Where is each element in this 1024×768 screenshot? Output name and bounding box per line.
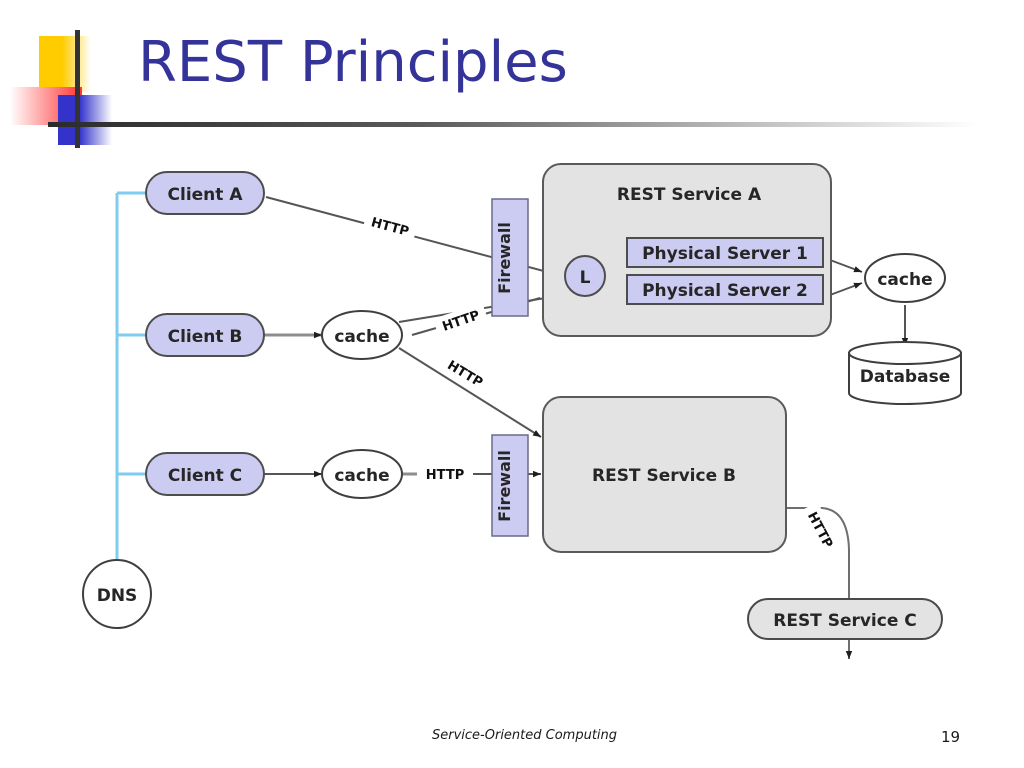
edge-group-client-cache — [264, 331, 322, 478]
node-physical-server-2[interactable]: Physical Server 2 — [626, 274, 824, 305]
edge-label-b-firewall-a: HTTP — [432, 302, 489, 338]
node-physical-server-1[interactable]: Physical Server 1 — [626, 237, 824, 268]
cache-backend-label: cache — [877, 270, 932, 290]
node-cache-client-b[interactable]: cache — [321, 310, 403, 360]
physical-server-1-label: Physical Server 1 — [642, 244, 808, 264]
page-title: REST Principles — [138, 30, 568, 95]
decoration-yellow-square — [39, 36, 91, 92]
firewall-b-label: Firewall — [495, 450, 514, 522]
node-load-balancer[interactable]: L — [564, 255, 606, 297]
rest-architecture-diagram: Client A Client B Client C cache cache D… — [0, 150, 1024, 670]
page-number: 19 — [941, 728, 961, 746]
node-rest-service-c[interactable]: REST Service C — [747, 598, 943, 640]
edge-label-a-firewall: HTTP — [362, 209, 418, 243]
cache-c-label: cache — [334, 466, 389, 486]
client-b-label: Client B — [168, 327, 243, 347]
node-cache-backend[interactable]: cache — [864, 253, 946, 303]
dns-label: DNS — [97, 586, 138, 606]
decoration-horizontal-rule — [48, 122, 978, 127]
cache-b-label: cache — [334, 327, 389, 347]
node-client-a[interactable]: Client A — [145, 171, 265, 215]
rest-service-a-label: REST Service A — [617, 185, 762, 205]
firewall-a-label: Firewall — [495, 222, 514, 294]
client-c-label: Client C — [168, 466, 242, 486]
database-label: Database — [860, 367, 950, 387]
client-a-label: Client A — [168, 185, 244, 205]
node-firewall-b[interactable]: Firewall — [491, 434, 529, 537]
node-database[interactable]: Database — [848, 341, 962, 405]
edge-service-b-to-c — [786, 507, 853, 659]
edge-label-c-firewall-b: HTTP — [417, 463, 473, 483]
node-client-c[interactable]: Client C — [145, 452, 265, 496]
physical-server-2-label: Physical Server 2 — [642, 281, 808, 301]
slide-footer: Service-Oriented Computing 19 — [0, 728, 1024, 768]
node-firewall-a[interactable]: Firewall — [491, 198, 529, 317]
dns-link-group — [113, 191, 146, 575]
slide-header: REST Principles — [0, 0, 1024, 150]
decoration-vertical-rule — [75, 30, 80, 148]
decoration-blue-square — [58, 95, 112, 145]
rest-service-c-label: REST Service C — [773, 611, 917, 631]
node-rest-service-b[interactable]: REST Service B — [542, 396, 787, 553]
load-balancer-label: L — [580, 268, 591, 288]
node-dns[interactable]: DNS — [82, 559, 152, 629]
node-client-b[interactable]: Client B — [145, 313, 265, 357]
rest-service-b-label: REST Service B — [592, 466, 736, 486]
edge-label-b-to-c: HTTP — [799, 501, 842, 558]
node-cache-client-c[interactable]: cache — [321, 449, 403, 499]
footer-note: Service-Oriented Computing — [432, 728, 618, 743]
http-label-c: HTTP — [426, 468, 464, 483]
